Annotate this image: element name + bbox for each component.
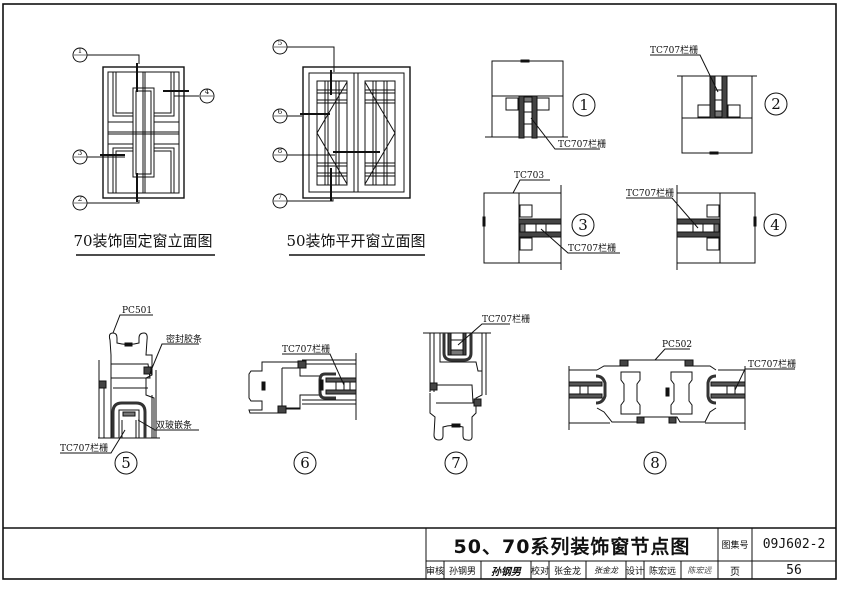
detail-8-label-tc707: TC707栏栅 bbox=[748, 358, 796, 370]
sheet-border bbox=[2, 3, 837, 580]
elevation-70-fixed-window bbox=[87, 54, 199, 204]
detail-number-text: 8 bbox=[650, 454, 660, 472]
callout-number: 6 bbox=[278, 108, 283, 116]
detail-8 bbox=[568, 348, 795, 430]
detail-number-8: 8 bbox=[643, 451, 667, 475]
elevation-caption-50: 50装饰平开窗立面图 bbox=[286, 232, 425, 250]
callout-7: 7 bbox=[272, 193, 288, 209]
detail-5-label-tc707: TC707栏栅 bbox=[60, 442, 108, 454]
callout-8: 8 bbox=[272, 147, 288, 163]
callout-3: 3 bbox=[72, 149, 88, 165]
detail-number-5: 5 bbox=[114, 451, 138, 475]
atlas-label: 图集号 bbox=[721, 541, 749, 551]
callout-number: 7 bbox=[278, 193, 282, 201]
callout-6: 6 bbox=[272, 108, 288, 124]
detail-2 bbox=[650, 54, 757, 155]
role-check-signature: 张金龙 bbox=[594, 565, 618, 575]
detail-number-text: 2 bbox=[771, 95, 781, 113]
detail-number-2: 2 bbox=[764, 92, 788, 116]
callout-number: 2 bbox=[78, 195, 82, 203]
detail-number-3: 3 bbox=[571, 213, 595, 237]
elevation-caption-70: 70装饰固定窗立面图 bbox=[73, 232, 212, 250]
callout-number: 5 bbox=[278, 39, 282, 47]
detail-number-text: 7 bbox=[451, 454, 461, 472]
elevation-50-casement-window bbox=[287, 46, 411, 202]
detail-2-label: TC707栏栅 bbox=[650, 44, 698, 56]
page-label: 页 bbox=[730, 566, 740, 578]
detail-8-label-pc502: PC502 bbox=[662, 340, 692, 350]
detail-3-label-tc707: TC707栏栅 bbox=[568, 242, 616, 254]
detail-1 bbox=[485, 59, 600, 150]
role-design-name: 陈宏远 bbox=[648, 566, 676, 577]
role-review-label: 审核 bbox=[426, 566, 445, 577]
role-design-label: 设计 bbox=[626, 566, 645, 577]
callout-number: 4 bbox=[205, 88, 210, 96]
detail-number-text: 4 bbox=[770, 216, 780, 234]
title-block-grid bbox=[425, 528, 836, 579]
page-number: 56 bbox=[786, 562, 802, 578]
callout-number: 8 bbox=[278, 147, 282, 155]
role-check-label: 校对 bbox=[531, 566, 550, 577]
detail-6 bbox=[248, 353, 357, 420]
role-review-signature: 孙钢男 bbox=[491, 566, 521, 578]
role-review-name: 孙钢男 bbox=[448, 566, 476, 577]
detail-5 bbox=[60, 314, 199, 454]
detail-5-label-pc501: PC501 bbox=[122, 306, 152, 316]
detail-4-label: TC707栏栅 bbox=[626, 187, 674, 199]
callout-5: 5 bbox=[272, 39, 288, 55]
detail-3 bbox=[482, 179, 620, 270]
detail-1-label: TC707栏栅 bbox=[558, 138, 606, 150]
role-check-name: 张金龙 bbox=[553, 566, 581, 577]
callout-4: 4 bbox=[199, 88, 215, 104]
detail-number-6: 6 bbox=[293, 451, 317, 475]
drawing-title: 50、70系列装饰窗节点图 bbox=[453, 536, 691, 558]
callout-number: 1 bbox=[78, 47, 82, 55]
detail-7-label: TC707栏栅 bbox=[482, 313, 530, 325]
callout-2: 2 bbox=[72, 195, 88, 211]
atlas-number: 09J602-2 bbox=[762, 537, 826, 552]
detail-3-label-tc703: TC703 bbox=[514, 171, 544, 181]
detail-number-4: 4 bbox=[763, 213, 787, 237]
detail-number-1: 1 bbox=[572, 93, 596, 117]
detail-number-text: 5 bbox=[121, 454, 131, 472]
detail-4 bbox=[626, 185, 757, 270]
detail-number-text: 3 bbox=[578, 216, 588, 234]
detail-number-text: 6 bbox=[300, 454, 310, 472]
detail-5-label-seal: 密封胶条 bbox=[166, 333, 202, 345]
role-design-signature: 陈宏远 bbox=[687, 565, 712, 575]
detail-5-label-glazing-bead: 双玻嵌条 bbox=[156, 419, 192, 431]
detail-6-label: TC707栏栅 bbox=[282, 343, 330, 355]
detail-number-7: 7 bbox=[444, 451, 468, 475]
detail-number-text: 1 bbox=[579, 96, 589, 114]
callout-number: 3 bbox=[78, 149, 82, 157]
detail-7 bbox=[423, 323, 510, 441]
callout-1: 1 bbox=[72, 47, 88, 63]
